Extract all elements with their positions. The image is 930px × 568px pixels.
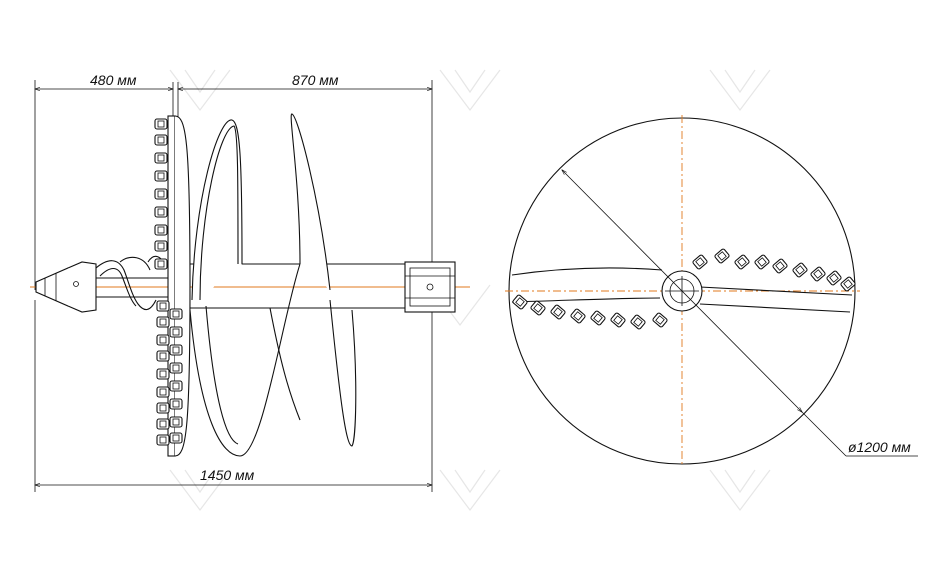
dim-right-width-label: 870 мм bbox=[292, 72, 339, 88]
pilot-bit bbox=[35, 261, 97, 313]
cutting-teeth-upper bbox=[154, 118, 168, 270]
side-view: 480 мм 870 мм 1450 мм bbox=[30, 72, 470, 492]
dim-total-length-label: 1450 мм bbox=[200, 467, 255, 483]
diameter-dimension bbox=[562, 170, 918, 457]
top-dimensions bbox=[35, 80, 432, 290]
dim-left-width-label: 480 мм bbox=[90, 72, 137, 88]
auger-flights bbox=[189, 113, 357, 457]
front-view: ø1200 мм bbox=[505, 115, 918, 467]
watermark-pattern bbox=[169, 69, 771, 511]
drive-coupling bbox=[404, 261, 456, 313]
dim-diameter-label: ø1200 мм bbox=[848, 439, 911, 455]
bottom-dimension bbox=[35, 300, 432, 492]
front-teeth-right bbox=[691, 247, 857, 293]
